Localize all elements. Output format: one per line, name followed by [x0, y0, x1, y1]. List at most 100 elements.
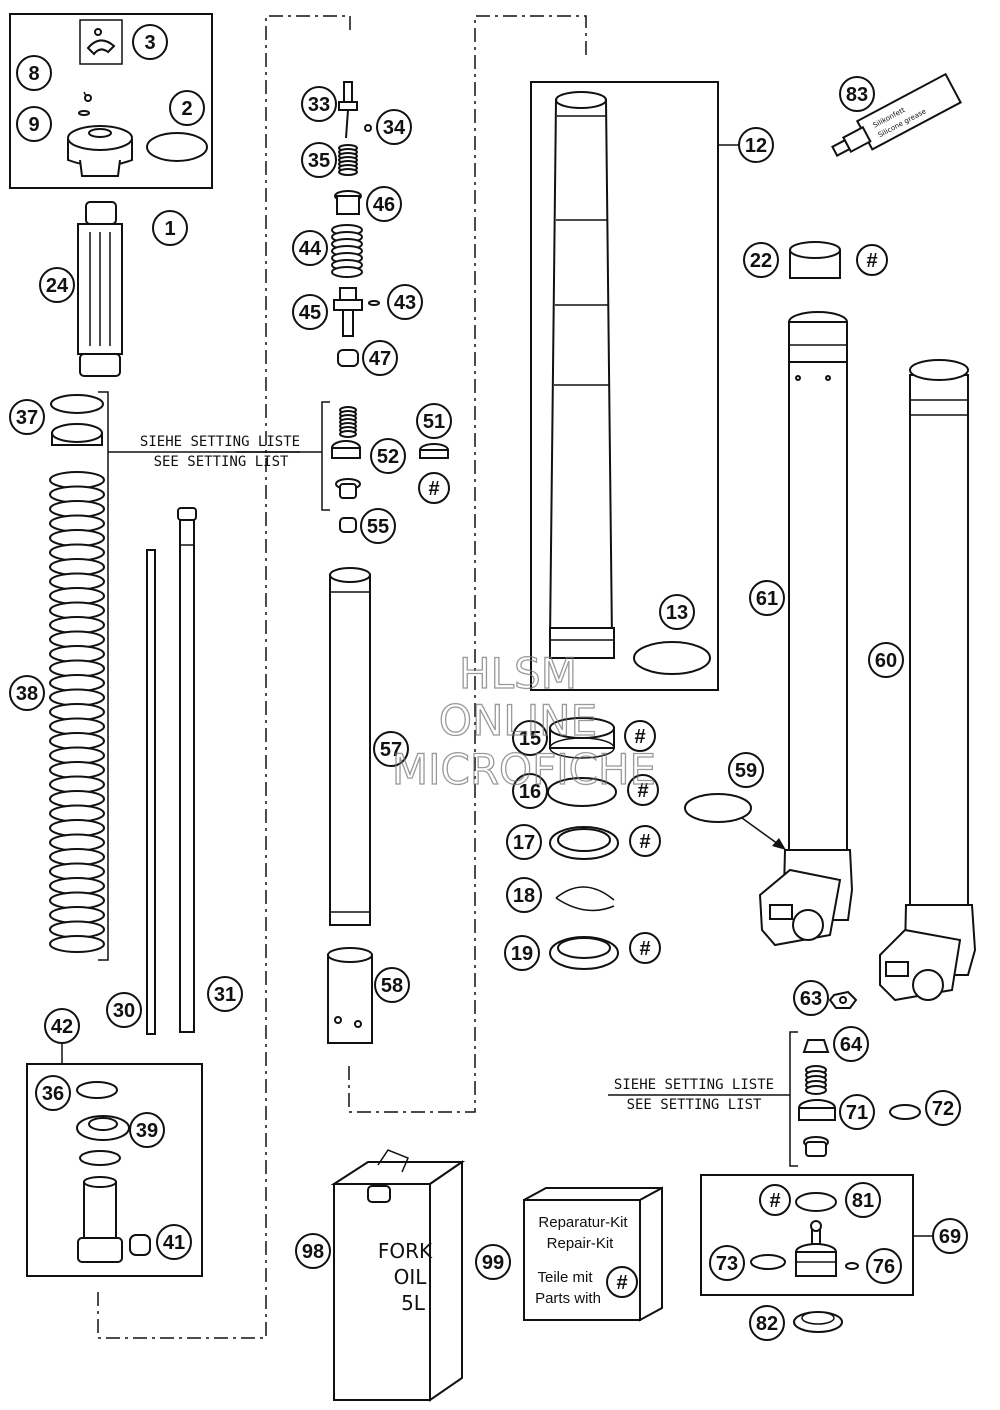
callout-24: 24 [39, 267, 75, 303]
callout-38: 38 [9, 675, 45, 711]
watermark-line-3: MICROFICHE [392, 745, 656, 794]
part-99-repair-kit: Reparatur-Kit Repair-Kit Teile mit Parts… [523, 1186, 663, 1322]
callout-8: 8 [16, 55, 52, 91]
spring-coil [805, 1085, 827, 1095]
callout-31: 31 [207, 976, 243, 1012]
callout-circle [416, 403, 452, 439]
spring-coil [331, 266, 363, 278]
part-72-oring [889, 1104, 921, 1120]
callout-circle [856, 244, 888, 276]
callout-label: 73 [716, 1253, 738, 1275]
callout-circle [362, 340, 398, 376]
callout-3: 3 [132, 24, 168, 60]
can-label-fork: FORK [378, 1239, 433, 1263]
callout-label: # [866, 250, 877, 272]
callout-label: 58 [381, 975, 403, 997]
callout-63: 63 [793, 980, 829, 1016]
callout-83: 83 [839, 76, 875, 112]
callout-42: 42 [44, 1008, 80, 1044]
callout-circle [728, 752, 764, 788]
callout-label: 13 [666, 602, 688, 624]
callout-label: 3 [144, 32, 155, 54]
callout-52: 52 [370, 438, 406, 474]
spring-coil [338, 168, 358, 176]
part-3-frame [79, 19, 123, 65]
part-30-rod [146, 549, 156, 1035]
bracket-37-38 [98, 391, 109, 961]
callout-circle [738, 127, 774, 163]
callout-18: 18 [506, 877, 542, 913]
kit-marker-16: # [627, 774, 659, 806]
part-42-oring [79, 1150, 121, 1166]
callout-circle [16, 55, 52, 91]
callout-label: 52 [377, 446, 399, 468]
part-73-oring [750, 1254, 786, 1270]
kit-marker-99: # [606, 1266, 638, 1298]
callout-circle [759, 1184, 791, 1216]
callout-circle [606, 1266, 638, 1298]
part-45-valve-stem [333, 287, 363, 337]
callout-circle [506, 824, 542, 860]
callout-circle [9, 399, 45, 435]
callout-circle [793, 980, 829, 1016]
part-38-spring [49, 471, 105, 953]
part-8-screw [83, 91, 92, 102]
callout-1: 1 [152, 210, 188, 246]
callout-label: 45 [299, 302, 321, 324]
kit-marker-19: # [629, 932, 661, 964]
part-63-nut [828, 990, 858, 1009]
callout-60: 60 [868, 642, 904, 678]
kit-marker-52: # [418, 472, 450, 504]
callout-label: 1 [164, 218, 175, 240]
kit-label-de: Reparatur-Kit [538, 1214, 628, 1231]
callout-circle [627, 774, 659, 806]
part-46-bushing [334, 190, 362, 215]
callout-12: 12 [738, 127, 774, 163]
callout-59: 59 [728, 752, 764, 788]
callout-circle [169, 90, 205, 126]
part-33-needle [338, 81, 358, 139]
callout-label: 81 [852, 1190, 874, 1212]
callout-circle [749, 1305, 785, 1341]
callout-label: 30 [113, 1000, 135, 1022]
callout-17: 17 [506, 824, 542, 860]
part-47-nut [337, 349, 359, 367]
callout-circle [512, 720, 548, 756]
callout-22: 22 [743, 242, 779, 278]
callout-label: # [637, 780, 648, 802]
part-71-cup [803, 1136, 829, 1157]
can-label-oil: OIL [394, 1265, 428, 1289]
kit-label-en: Repair-Kit [547, 1235, 615, 1252]
kit-marker-17: # [629, 825, 661, 857]
assembly-outline-right [348, 15, 587, 1113]
callout-circle [9, 675, 45, 711]
callout-15: 15 [512, 720, 548, 756]
callout-82: 82 [749, 1305, 785, 1341]
callout-label: 19 [511, 943, 533, 965]
callout-circle [866, 1248, 902, 1284]
part-2-oring [146, 132, 208, 162]
callout-98: 98 [295, 1233, 331, 1269]
callout-label: 39 [136, 1120, 158, 1142]
callout-circle [659, 594, 695, 630]
part-58-sleeve [327, 947, 373, 1044]
watermark-line-2: ONLINE [439, 696, 597, 745]
callout-label: 59 [735, 760, 757, 782]
callout-circle [743, 242, 779, 278]
part-3-clip [86, 28, 116, 56]
callout-label: # [616, 1272, 627, 1294]
part-37-washer-b [51, 423, 103, 446]
part-98-oil-can: FORK OIL 5L [330, 1149, 466, 1402]
callout-label: 22 [750, 250, 772, 272]
callout-circle [370, 438, 406, 474]
callout-circle [629, 932, 661, 964]
callout-37: 37 [9, 399, 45, 435]
callout-label: # [634, 726, 645, 748]
callout-circle [207, 976, 243, 1012]
part-71-piston [798, 1099, 836, 1121]
callout-label: 99 [482, 1252, 504, 1274]
callout-label: 37 [16, 407, 38, 429]
arrow-59 [741, 817, 786, 850]
